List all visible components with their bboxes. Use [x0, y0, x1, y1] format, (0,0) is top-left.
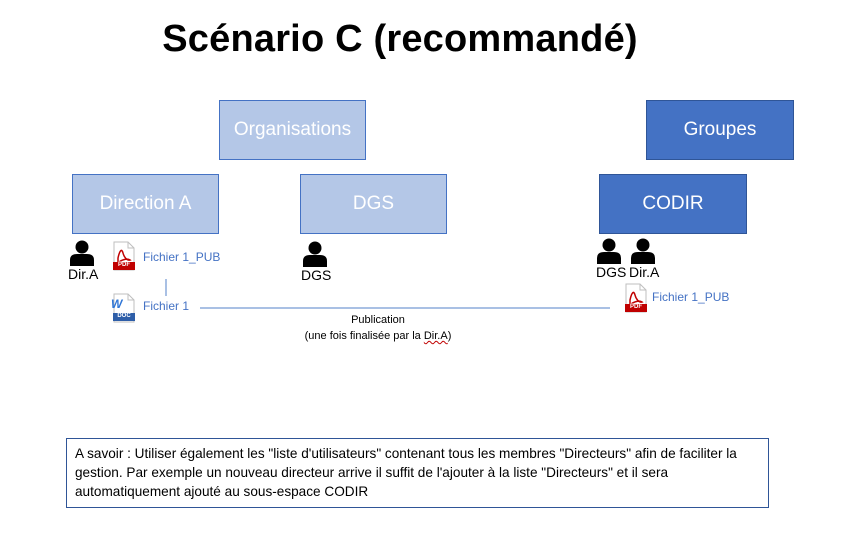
publication-note-suffix: ): [447, 330, 452, 342]
pdf-icon-text: PDF: [118, 262, 130, 268]
organisations-box: Organisations: [219, 100, 366, 160]
info-note: A savoir : Utiliser également les "liste…: [66, 438, 769, 508]
direction-a-box: Direction A: [72, 174, 219, 234]
publication-connector: [200, 307, 610, 309]
publication-note-prefix: (une fois finalisée par la: [304, 330, 424, 342]
dgs-box: DGS: [300, 174, 447, 234]
file-label-pub-left: Fichier 1_PUB: [143, 250, 221, 264]
person-icon: [303, 241, 327, 267]
person-icon: [70, 240, 94, 266]
person-label-codir-dgs: DGS: [596, 264, 627, 280]
pdf-icon: [111, 241, 137, 276]
person-label-dir-a: Dir.A: [68, 266, 99, 282]
doc-icon: W: [109, 293, 137, 328]
person-icon: [631, 238, 655, 264]
person-label-dgs: DGS: [301, 267, 332, 283]
publication-note-dir-a: Dir.A: [423, 330, 448, 342]
pdf-icon-text: PDF: [630, 304, 642, 310]
publication-label: Publication: [351, 314, 405, 326]
page-title: Scénario C (recommandé): [162, 18, 638, 60]
file-label-doc: Fichier 1: [143, 299, 190, 313]
svg-text:W: W: [111, 297, 124, 311]
pdf-icon: [623, 283, 649, 318]
codir-box: CODIR: [599, 174, 747, 234]
doc-icon-text: DOC: [117, 313, 131, 319]
person-icon: [597, 238, 621, 264]
publication-note: (une fois finalisée par la Dir.A): [258, 330, 498, 342]
file-label-pub-right: Fichier 1_PUB: [652, 290, 730, 304]
person-label-codir-dir-a: Dir.A: [629, 264, 660, 280]
connector-vertical: [165, 279, 167, 296]
groupes-box: Groupes: [646, 100, 794, 160]
